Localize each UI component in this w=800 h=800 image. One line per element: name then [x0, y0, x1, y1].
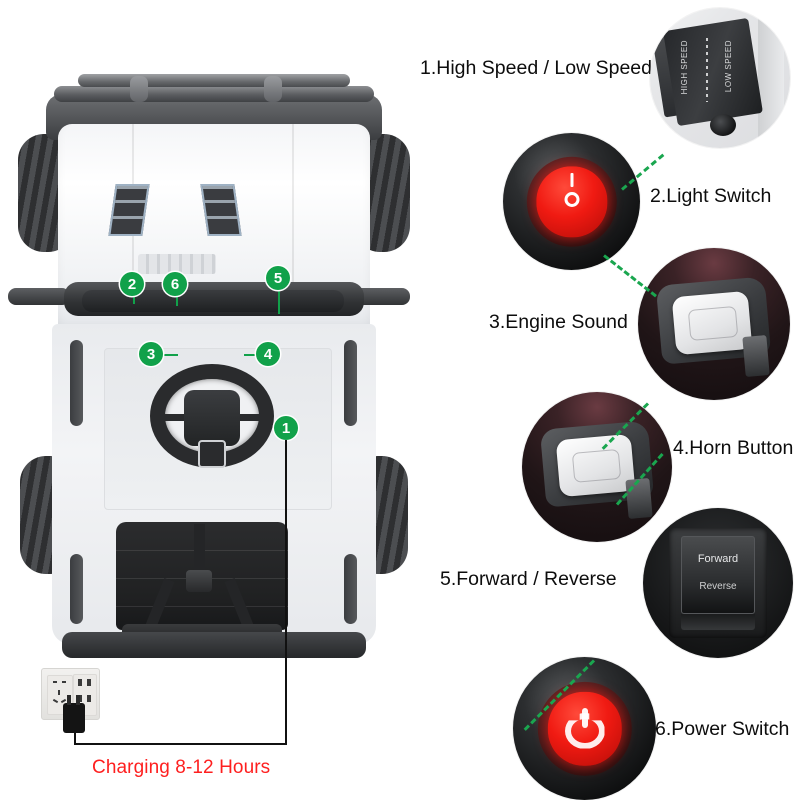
inset1-high-speed-text: HIGH SPEED	[680, 40, 689, 95]
seat-belt-vertical	[194, 524, 205, 586]
label-light-switch: 2.Light Switch	[650, 185, 772, 207]
hood-crease-right	[292, 124, 294, 300]
roof-rail-knob-right	[264, 76, 282, 102]
hood-grille	[138, 254, 216, 274]
inset1-charge-port	[710, 114, 736, 136]
label-horn-button: 4.Horn Button	[673, 437, 794, 459]
charger-plug	[63, 695, 85, 733]
steering-spoke-left	[164, 414, 192, 421]
inset-high-low-speed-switch: HIGH SPEED LOW SPEED	[650, 8, 790, 148]
inset1-switch-body	[663, 17, 763, 127]
inset-forward-reverse-switch: Forward Reverse	[643, 508, 793, 658]
badge-4[interactable]: 4	[256, 342, 280, 366]
inset5-forward-text: Forward	[697, 553, 739, 565]
steering-spoke-bottom	[198, 440, 226, 468]
io-off-circle-icon	[564, 192, 579, 207]
charge-cable-to-plug	[74, 730, 76, 745]
ride-on-car-illustration	[8, 72, 410, 658]
inset5-reverse-text: Reverse	[699, 581, 737, 592]
inset2-io-marking	[564, 173, 579, 207]
inset1-low-speed-text: LOW SPEED	[724, 40, 733, 93]
charge-cable-vertical	[285, 440, 287, 745]
side-rail-rear-right	[344, 554, 357, 624]
side-rail-rear-left	[70, 554, 83, 624]
inset-power-switch	[513, 657, 656, 800]
inset1-divider-dots	[706, 38, 708, 102]
roof-rail-inner	[78, 74, 350, 87]
badge-1[interactable]: 1	[274, 416, 298, 440]
leader-line-6	[176, 290, 178, 306]
dashboard-inner	[82, 290, 344, 312]
rear-bumper	[62, 632, 366, 658]
charge-cable-horizontal	[74, 743, 287, 745]
seat-belt-buckle	[186, 570, 212, 592]
badge-5[interactable]: 5	[266, 266, 290, 290]
power-stem-icon	[581, 707, 588, 728]
steering-spoke-right	[232, 414, 260, 421]
leader-line-3	[162, 354, 178, 356]
leader-line-2	[133, 290, 135, 304]
badge-3[interactable]: 3	[139, 342, 163, 366]
connector-2-to-3	[603, 254, 657, 298]
inset4-side-tab	[625, 478, 653, 519]
inset3-side-tab	[742, 335, 771, 377]
mirror-left	[8, 288, 70, 305]
badge-6[interactable]: 6	[163, 272, 187, 296]
side-rail-front-right	[344, 340, 357, 426]
hood-vent-right	[200, 184, 242, 236]
inset3-button-key	[672, 290, 753, 355]
steering-hub	[184, 390, 240, 446]
label-engine-sound: 3.Engine Sound	[489, 311, 628, 333]
inset-engine-sound-button	[638, 248, 790, 400]
inset1-panel-edge	[758, 8, 784, 148]
leader-line-4	[244, 354, 260, 356]
label-forward-reverse: 5.Forward / Reverse	[440, 568, 617, 590]
badge-2[interactable]: 2	[120, 272, 144, 296]
charging-note: Charging 8-12 Hours	[92, 757, 271, 778]
label-high-low-speed: 1.High Speed / Low Speed	[420, 57, 653, 79]
inset4-button-key	[555, 433, 636, 498]
label-power-switch: 6.Power Switch	[655, 718, 790, 740]
side-rail-front-left	[70, 340, 83, 426]
inset-horn-button	[522, 392, 672, 542]
leader-line-5	[278, 288, 280, 314]
inset5-rocker-lip	[681, 614, 755, 630]
io-on-bar-icon	[570, 173, 573, 187]
roof-rail-knob-left	[130, 76, 148, 102]
inset-light-switch	[503, 133, 640, 270]
power-symbol-icon	[564, 707, 605, 749]
inset5-rocker-face: Forward Reverse	[681, 536, 755, 614]
roof-rail-outer	[54, 86, 374, 102]
